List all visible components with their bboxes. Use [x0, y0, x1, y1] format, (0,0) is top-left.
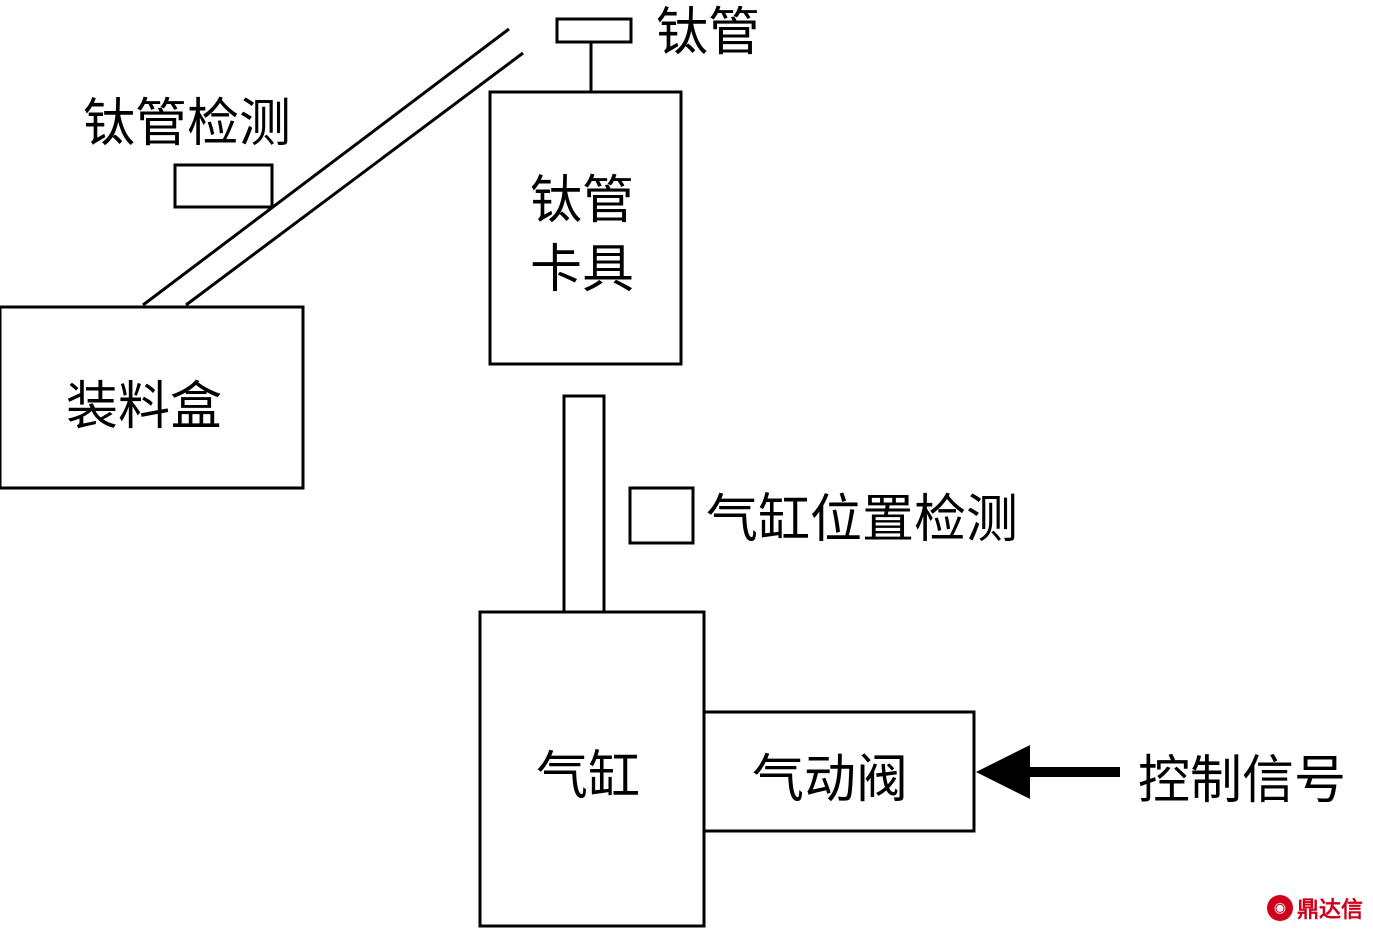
- cylinder-position-sensor: [628, 486, 695, 545]
- watermark-logo-icon: ◉: [1266, 895, 1293, 921]
- control-signal-arrowhead: [976, 745, 1030, 799]
- tube-fixture-label-line1: 钛管: [530, 171, 634, 231]
- tube-detect-sensor: [173, 163, 274, 209]
- cylinder-position-label: 气缸位置检测: [706, 490, 1018, 550]
- titanium-tube-label: 钛管: [656, 3, 760, 63]
- loading-box: [0, 305, 305, 490]
- titanium-tube: [555, 17, 633, 44]
- pneumatic-valve: [702, 710, 976, 833]
- control-signal-label: 控制信号: [1138, 751, 1346, 811]
- cylinder-label: 气缸: [536, 747, 640, 807]
- cylinder: [478, 610, 706, 928]
- watermark: ◉ 鼎达信: [1266, 892, 1363, 924]
- chute-line-lower: [185, 51, 524, 307]
- pneumatic-valve-label: 气动阀: [752, 750, 908, 810]
- tube-detect-label: 钛管检测: [83, 94, 291, 154]
- chute-line-upper: [142, 27, 510, 307]
- tube-fixture: [488, 90, 683, 366]
- loading-box-label: 装料盒: [66, 377, 222, 437]
- watermark-text: 鼎达信: [1296, 898, 1363, 923]
- tube-fixture-label-line2: 卡具: [530, 240, 634, 300]
- piston-rod: [562, 394, 606, 614]
